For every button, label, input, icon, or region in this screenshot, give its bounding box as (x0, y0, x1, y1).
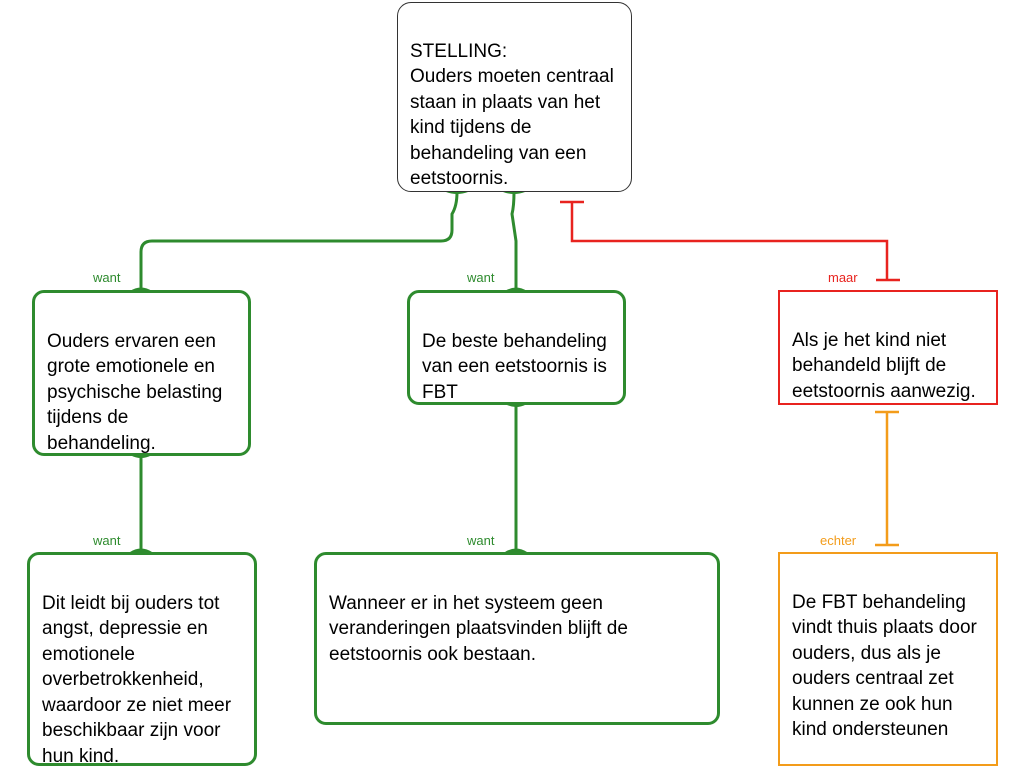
objection-text: Als je het kind niet behandeld blijft de… (792, 329, 976, 402)
connector-label-want: want (93, 533, 121, 548)
connector-label-want: want (93, 270, 121, 285)
claim-text: STELLING: Ouders moeten centraal staan i… (410, 40, 614, 190)
reason-box[interactable]: Ouders ervaren een grote emotionele en p… (32, 290, 251, 456)
reason-text: De beste behandeling van een eetstoornis… (422, 330, 607, 403)
sub-reason-box[interactable]: Wanneer er in het systeem geen veranderi… (314, 552, 720, 725)
reason-box[interactable]: De beste behandeling van een eetstoornis… (407, 290, 626, 405)
rebuttal-text: De FBT behandeling vindt thuis plaats do… (792, 591, 977, 741)
sub-reason-text: Wanneer er in het systeem geen veranderi… (329, 592, 628, 665)
connector-claim-reason1 (139, 191, 459, 290)
reason-text: Ouders ervaren een grote emotionele en p… (47, 330, 223, 454)
connector-claim-reason2 (510, 191, 518, 290)
rebuttal-box[interactable]: De FBT behandeling vindt thuis plaats do… (778, 552, 998, 766)
connector-label-want: want (467, 533, 495, 548)
connector-label-want: want (467, 270, 495, 285)
connector-label-maar: maar (828, 270, 858, 285)
objection-box[interactable]: Als je het kind niet behandeld blijft de… (778, 290, 998, 405)
connector-claim-objection (570, 202, 889, 280)
connector-label-echter: echter (820, 533, 857, 548)
claim-box[interactable]: STELLING: Ouders moeten centraal staan i… (397, 2, 632, 192)
sub-reason-text: Dit leidt bij ouders tot angst, depressi… (42, 592, 232, 767)
sub-reason-box[interactable]: Dit leidt bij ouders tot angst, depressi… (27, 552, 257, 767)
